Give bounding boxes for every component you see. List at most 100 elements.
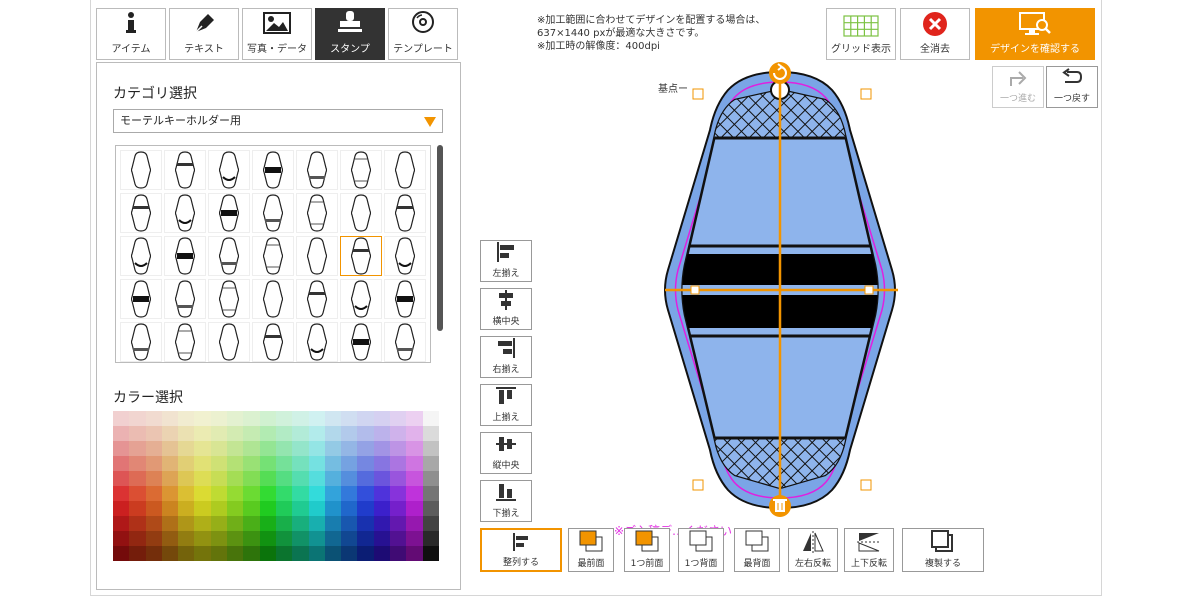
- color-swatch[interactable]: [373, 486, 391, 501]
- color-swatch[interactable]: [243, 501, 260, 516]
- color-swatch[interactable]: [194, 486, 211, 501]
- color-swatch[interactable]: [373, 516, 391, 531]
- color-swatch[interactable]: [373, 441, 391, 456]
- color-swatch[interactable]: [210, 531, 228, 546]
- color-swatch[interactable]: [422, 426, 439, 441]
- redo-button[interactable]: 一つ進む: [992, 66, 1044, 108]
- stamp-thumbnail[interactable]: [340, 150, 382, 190]
- tab-item[interactable]: アイテム: [96, 8, 166, 60]
- color-swatch[interactable]: [113, 501, 130, 516]
- rotate-icon[interactable]: [769, 62, 791, 84]
- color-swatch[interactable]: [324, 531, 342, 546]
- color-swatch[interactable]: [292, 441, 309, 456]
- color-swatch[interactable]: [210, 411, 228, 426]
- color-swatch[interactable]: [275, 516, 293, 531]
- color-swatch[interactable]: [373, 501, 391, 516]
- tab-photo-data[interactable]: 写真・データ: [242, 8, 312, 60]
- color-swatch[interactable]: [324, 501, 342, 516]
- resize-handle[interactable]: [692, 88, 704, 100]
- color-swatch[interactable]: [129, 471, 146, 486]
- color-swatch[interactable]: [341, 456, 358, 471]
- color-swatch[interactable]: [422, 516, 439, 531]
- color-swatch[interactable]: [373, 426, 391, 441]
- send-backward-button[interactable]: 1つ背面: [678, 528, 724, 572]
- color-swatch[interactable]: [406, 516, 423, 531]
- color-swatch[interactable]: [292, 456, 309, 471]
- color-swatch[interactable]: [129, 531, 146, 546]
- color-swatch[interactable]: [259, 441, 276, 456]
- color-swatch[interactable]: [390, 441, 407, 456]
- color-swatch[interactable]: [422, 441, 439, 456]
- color-swatch[interactable]: [227, 471, 244, 486]
- color-swatch[interactable]: [194, 516, 211, 531]
- color-swatch[interactable]: [390, 516, 407, 531]
- stamp-thumbnail[interactable]: [120, 322, 162, 362]
- color-swatch[interactable]: [243, 456, 260, 471]
- color-swatch[interactable]: [259, 516, 276, 531]
- color-swatch[interactable]: [357, 441, 374, 456]
- stamp-thumbnail[interactable]: [340, 236, 382, 276]
- color-swatch[interactable]: [145, 441, 162, 456]
- align-hcenter-button[interactable]: 横中央: [480, 288, 532, 330]
- stamp-thumbnail[interactable]: [164, 236, 206, 276]
- color-swatch[interactable]: [259, 426, 276, 441]
- color-swatch[interactable]: [243, 531, 260, 546]
- color-swatch[interactable]: [178, 411, 195, 426]
- color-swatch[interactable]: [308, 471, 325, 486]
- color-swatch[interactable]: [324, 411, 342, 426]
- stamp-thumbnail[interactable]: [252, 150, 294, 190]
- color-swatch[interactable]: [357, 486, 374, 501]
- color-swatch[interactable]: [210, 456, 228, 471]
- color-swatch[interactable]: [178, 546, 195, 561]
- color-swatch[interactable]: [308, 516, 325, 531]
- resize-handle[interactable]: [860, 88, 872, 100]
- clear-all-button[interactable]: 全消去: [900, 8, 970, 60]
- color-swatch[interactable]: [243, 486, 260, 501]
- tab-text[interactable]: テキスト: [169, 8, 239, 60]
- color-swatch[interactable]: [406, 456, 423, 471]
- color-swatch[interactable]: [210, 486, 228, 501]
- color-swatch[interactable]: [275, 501, 293, 516]
- color-swatch[interactable]: [113, 441, 130, 456]
- align-vcenter-button[interactable]: 縦中央: [480, 432, 532, 474]
- color-swatch[interactable]: [113, 411, 130, 426]
- resize-handle[interactable]: [690, 285, 700, 295]
- color-swatch[interactable]: [113, 516, 130, 531]
- color-swatch[interactable]: [227, 486, 244, 501]
- color-swatch[interactable]: [275, 426, 293, 441]
- confirm-design-button[interactable]: デザインを確認する: [975, 8, 1095, 60]
- color-swatch[interactable]: [145, 456, 162, 471]
- color-swatch[interactable]: [308, 486, 325, 501]
- design-canvas[interactable]: [600, 60, 960, 530]
- color-swatch[interactable]: [227, 426, 244, 441]
- color-swatch[interactable]: [292, 411, 309, 426]
- color-swatch[interactable]: [373, 411, 391, 426]
- color-swatch[interactable]: [145, 411, 162, 426]
- color-swatch[interactable]: [210, 516, 228, 531]
- tab-template[interactable]: テンプレート: [388, 8, 458, 60]
- color-swatch[interactable]: [324, 471, 342, 486]
- stamp-thumbnail[interactable]: [208, 150, 250, 190]
- stamp-thumbnail[interactable]: [120, 150, 162, 190]
- color-swatch[interactable]: [406, 546, 423, 561]
- stamp-thumbnail[interactable]: [120, 193, 162, 233]
- color-swatch[interactable]: [341, 546, 358, 561]
- color-swatch[interactable]: [178, 531, 195, 546]
- align-right-button[interactable]: 右揃え: [480, 336, 532, 378]
- stamp-thumbnail[interactable]: [164, 322, 206, 362]
- color-swatch[interactable]: [145, 516, 162, 531]
- stamp-thumbnail[interactable]: [296, 279, 338, 319]
- color-swatch[interactable]: [145, 546, 162, 561]
- color-swatch[interactable]: [243, 411, 260, 426]
- stamp-thumbnail[interactable]: [164, 150, 206, 190]
- color-swatch[interactable]: [324, 546, 342, 561]
- color-swatch[interactable]: [308, 501, 325, 516]
- color-swatch[interactable]: [113, 546, 130, 561]
- color-swatch[interactable]: [390, 426, 407, 441]
- stamp-thumbnail[interactable]: [252, 322, 294, 362]
- stamp-thumbnail[interactable]: [296, 193, 338, 233]
- stamp-thumbnail[interactable]: [296, 236, 338, 276]
- color-swatch[interactable]: [145, 501, 162, 516]
- stamp-thumbnail[interactable]: [208, 279, 250, 319]
- color-swatch[interactable]: [210, 426, 228, 441]
